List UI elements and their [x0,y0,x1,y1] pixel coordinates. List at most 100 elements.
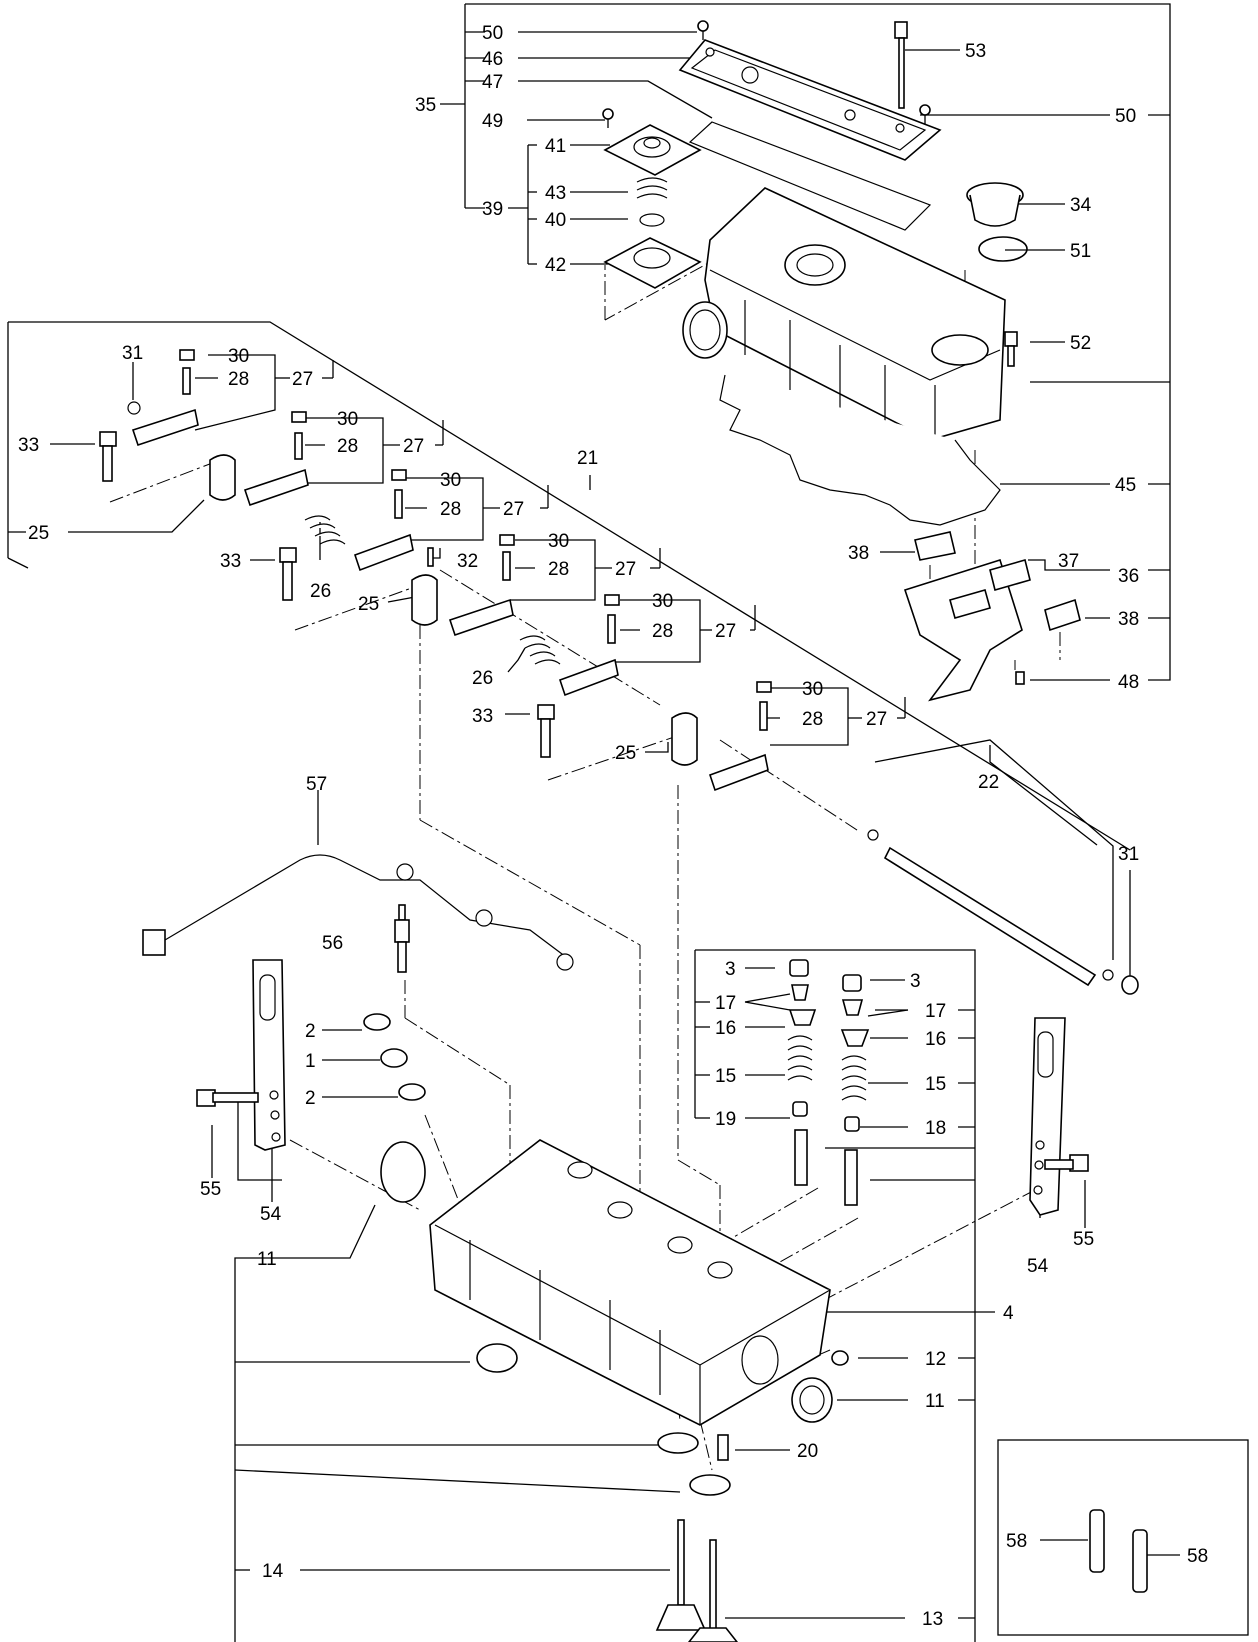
callout-11-lower: 11 [925,1391,945,1412]
callout-labels: 50 46 47 35 49 53 50 41 43 39 40 42 34 5… [18,23,1208,1630]
callout-25-1: 25 [28,523,49,544]
callout-22: 22 [978,772,999,793]
cylinder-head [429,1139,831,1426]
callout-58-right: 58 [1187,1546,1208,1567]
callout-2-lower: 2 [305,1088,316,1109]
valve-guides-58 [1089,1509,1148,1593]
callout-20: 20 [797,1441,818,1462]
callout-36: 36 [1118,566,1139,587]
callout-26-1: 26 [310,581,331,602]
callout-31-right: 31 [1118,844,1139,865]
rocker-shaft [867,829,1139,995]
callout-39: 39 [482,199,503,220]
callout-25-2: 25 [358,594,379,615]
callout-4: 4 [1003,1303,1014,1324]
callout-27-5: 27 [715,621,736,642]
callout-12: 12 [925,1349,946,1370]
breather-assembly [603,124,702,289]
callout-16-left: 16 [715,1018,736,1039]
callout-41: 41 [545,136,566,157]
callout-17-left: 17 [715,993,736,1014]
callout-30-1: 30 [228,346,249,367]
callout-30-6: 30 [802,679,823,700]
valve-train-components [787,959,870,1206]
callout-27-2: 27 [403,436,424,457]
callout-49: 49 [482,111,503,132]
gasket-45 [719,374,1001,526]
callout-27-1: 27 [292,369,313,390]
cover-plate-46 [678,39,942,161]
callout-28-5: 28 [652,621,673,642]
callout-30-2: 30 [337,409,358,430]
callout-55-left: 55 [200,1179,221,1200]
callout-31: 31 [122,343,143,364]
baffle-plate-36 [903,531,1081,702]
gasket-47 [688,121,932,231]
callout-33-1: 33 [18,435,39,456]
callout-33-2: 33 [220,551,241,572]
callout-43: 43 [545,183,566,204]
screws [602,20,1025,685]
callout-27-4: 27 [615,559,636,580]
callout-28-4: 28 [548,559,569,580]
callout-14: 14 [262,1561,284,1582]
callout-30-5: 30 [652,591,673,612]
callout-15-right: 15 [925,1074,946,1095]
callout-56: 56 [322,933,343,954]
callout-1: 1 [305,1051,316,1072]
callout-16-right: 16 [925,1029,946,1050]
rocker-assemblies [99,349,772,792]
core-plug-upper [380,1141,426,1203]
callout-32: 32 [457,551,478,572]
callout-50-right: 50 [1115,106,1136,127]
callout-33-3: 33 [472,706,493,727]
callout-28-3: 28 [440,499,461,520]
callout-38-right: 38 [1118,609,1139,630]
callout-34: 34 [1070,195,1092,216]
callout-30-4: 30 [548,531,569,552]
callout-57: 57 [306,774,327,795]
injector-seals [363,1013,426,1101]
callout-45: 45 [1115,475,1136,496]
callout-27-3: 27 [503,499,524,520]
callout-17-right: 17 [925,1001,946,1022]
callout-54-left: 54 [260,1204,282,1225]
callout-21: 21 [577,448,598,469]
callout-46: 46 [482,49,503,70]
glow-plug-harness [142,854,574,971]
lifting-hooks [196,959,1089,1216]
callout-42: 42 [545,255,566,276]
lower-components [476,1343,849,1642]
callout-13: 13 [922,1609,943,1630]
callout-37: 37 [1058,551,1079,572]
callout-58-left: 58 [1006,1531,1027,1552]
callout-52: 52 [1070,333,1091,354]
callout-47: 47 [482,72,503,93]
callout-18: 18 [925,1118,946,1139]
callout-15-left: 15 [715,1066,736,1087]
callout-48: 48 [1118,672,1139,693]
oil-filler-cap [966,182,1028,262]
callout-26-2: 26 [472,668,493,689]
callout-55-right: 55 [1073,1229,1094,1250]
glow-plug [394,904,410,973]
callout-50: 50 [482,23,503,44]
callout-51: 51 [1070,241,1091,262]
callout-40: 40 [545,210,566,231]
callout-35: 35 [415,95,436,116]
callout-27-6: 27 [866,709,887,730]
callout-38: 38 [848,543,869,564]
callout-30-3: 30 [440,470,461,491]
callout-53: 53 [965,41,986,62]
callout-28-6: 28 [802,709,823,730]
callout-54-right: 54 [1027,1256,1049,1277]
callout-28-1: 28 [228,369,249,390]
callout-3-left: 3 [725,959,736,980]
leader-lines [7,3,1249,1642]
callout-2-upper: 2 [305,1021,316,1042]
rocker-cover-body [682,187,1006,441]
callout-3-right: 3 [910,971,921,992]
callout-11-upper: 11 [257,1249,277,1270]
